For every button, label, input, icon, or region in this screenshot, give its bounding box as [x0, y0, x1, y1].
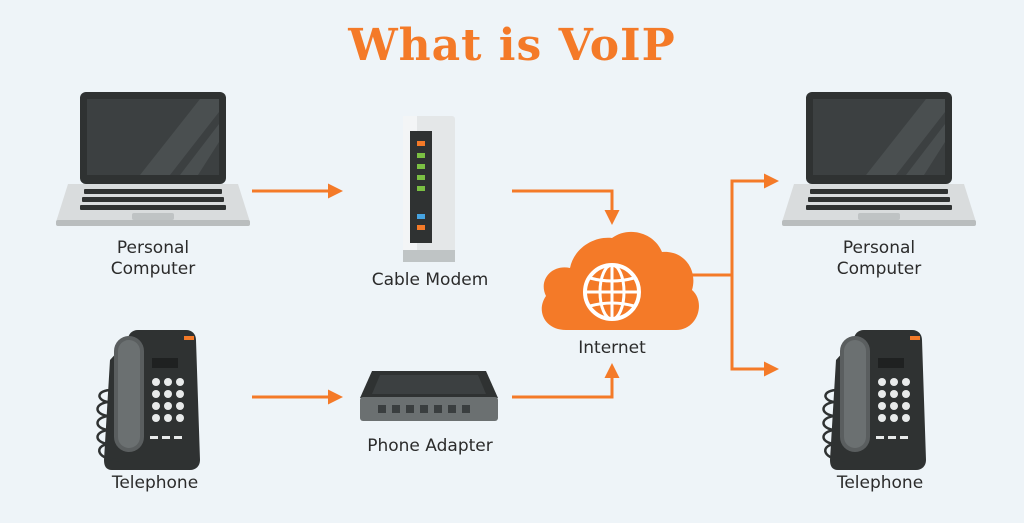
cable-modem-label: Cable Modem	[371, 270, 489, 290]
left-telephone-label: Telephone	[111, 473, 199, 493]
right-desk-phone-icon	[822, 328, 928, 472]
cable-modem-icon	[403, 116, 455, 262]
left-computer-label-line2: Computer	[110, 259, 196, 279]
right-computer-label-line2: Computer	[836, 259, 922, 279]
right-telephone-label: Telephone	[836, 473, 924, 493]
arrow-modem-to-internet	[512, 189, 620, 225]
left-computer-label-line1: Personal	[116, 238, 190, 258]
right-computer-label-line1: Personal	[842, 238, 916, 258]
left-computer-label: Personal Computer	[80, 238, 226, 280]
arrow-adapter-to-internet	[512, 363, 620, 399]
cloud-globe-icon	[541, 231, 699, 330]
right-computer-laptop-icon	[782, 92, 976, 226]
diagram-title: What is VoIP	[348, 20, 676, 71]
phone-adapter-label: Phone Adapter	[367, 436, 493, 456]
arrow-internet-to-computer	[730, 173, 779, 370]
phone-adapter-icon	[360, 371, 498, 421]
arrow-internet-to-telephone	[730, 275, 779, 377]
internet-label: Internet	[578, 338, 646, 358]
right-computer-label: Personal Computer	[806, 238, 952, 280]
left-desk-phone-icon	[96, 328, 202, 472]
left-computer-laptop-icon	[56, 92, 250, 226]
